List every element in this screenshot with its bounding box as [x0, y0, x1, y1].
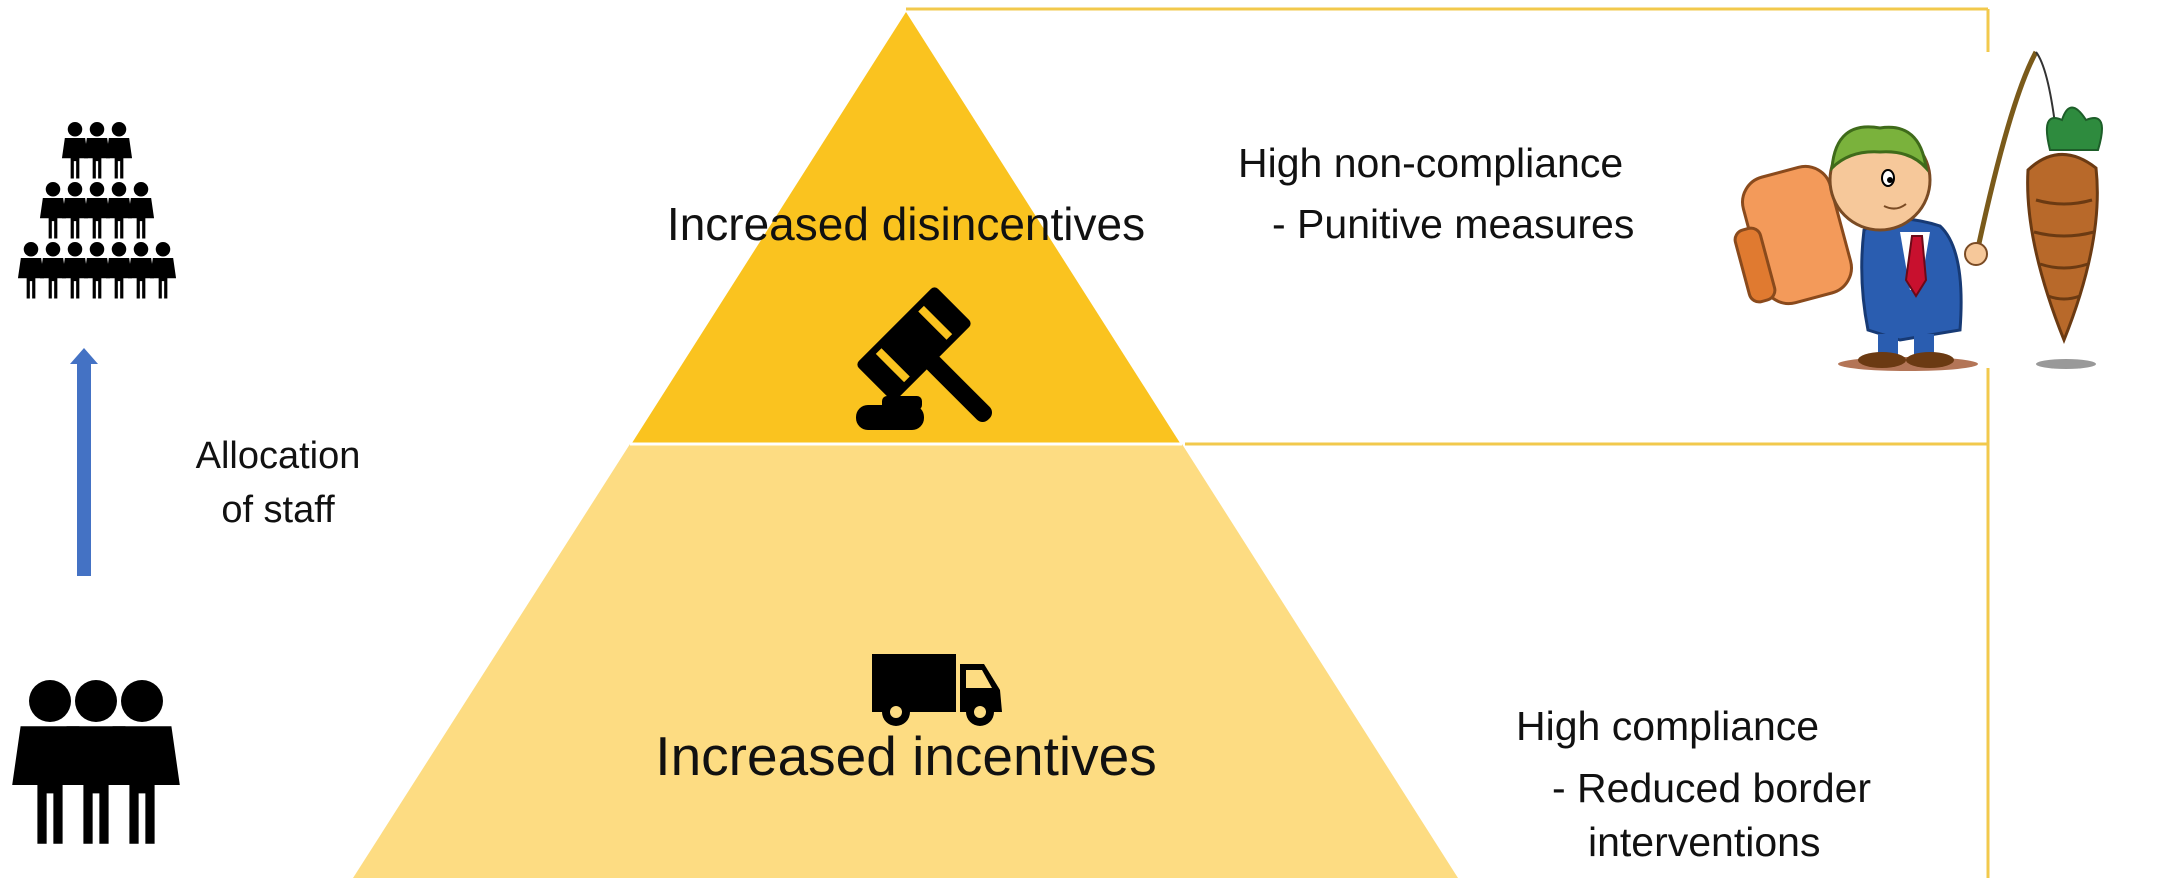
allocation-arrow — [70, 348, 98, 576]
crowd-icon — [17, 122, 177, 299]
right-bracket — [906, 7, 1990, 878]
bottom-compliance-detail-1: - Reduced border — [1552, 765, 1871, 811]
allocation-label-line2: of staff — [221, 489, 335, 531]
gavel-icon — [856, 287, 993, 430]
bottom-compliance-detail-2: interventions — [1588, 819, 1820, 865]
allocation-label-line1: Allocation — [196, 435, 361, 477]
pyramid-top-tier — [632, 12, 1180, 443]
top-compliance-detail: - Punitive measures — [1272, 201, 1634, 247]
group-of-people-icon — [12, 680, 180, 844]
truck-icon — [872, 654, 1002, 726]
top-compliance-heading: High non-compliance — [1238, 140, 1623, 186]
carrot-and-stick-cartoon — [1733, 50, 2103, 371]
top-tier-label: Increased disincentives — [667, 198, 1145, 250]
bottom-tier-label: Increased incentives — [655, 725, 1156, 787]
bottom-compliance-heading: High compliance — [1516, 703, 1819, 749]
